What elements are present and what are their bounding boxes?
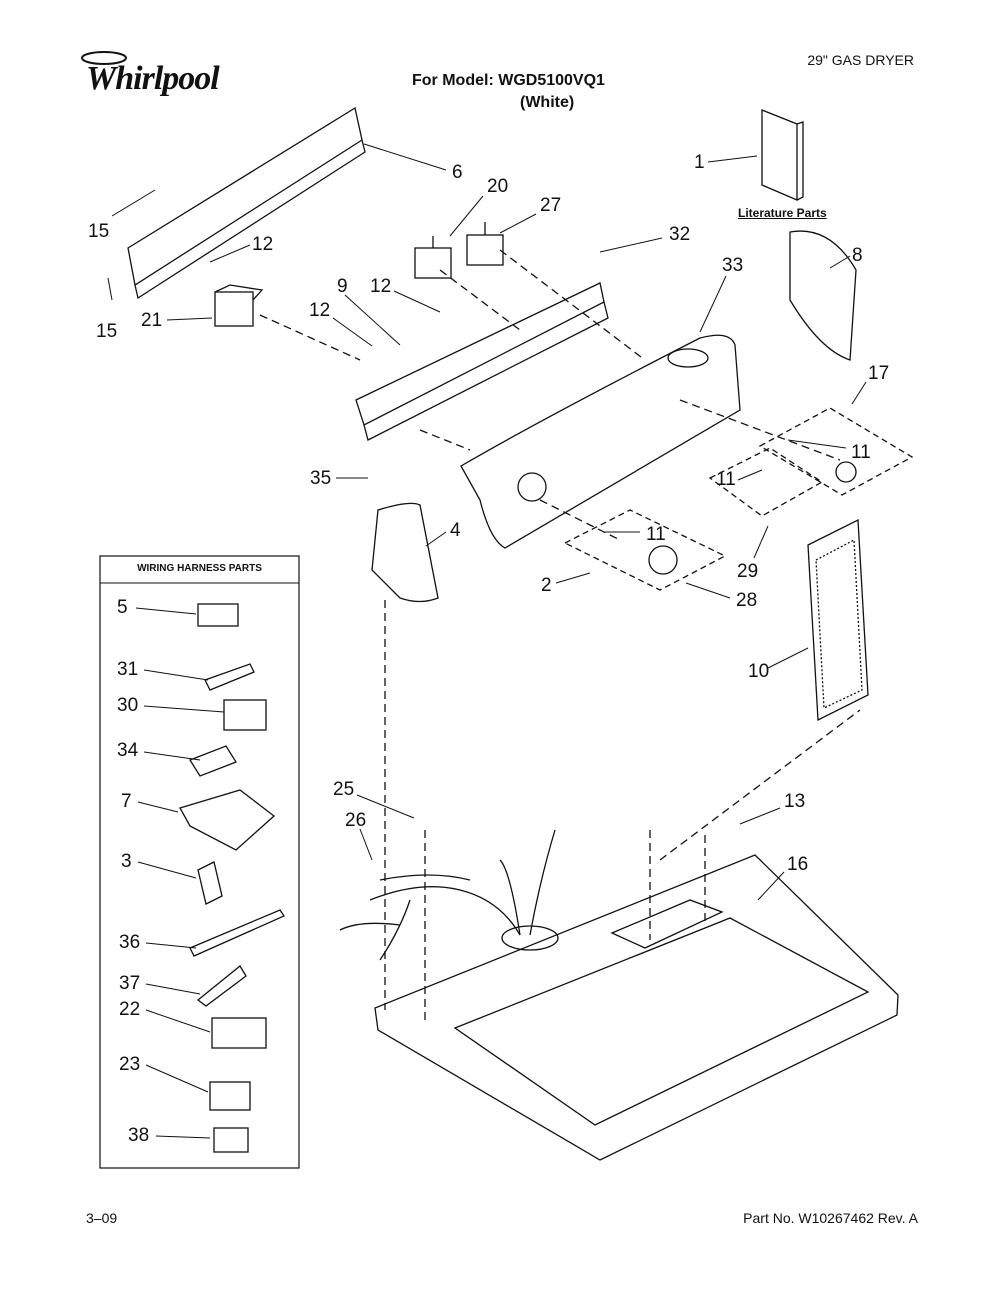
part-control-bracket xyxy=(355,282,609,441)
part-end-cap xyxy=(789,230,857,361)
knob-group-17 xyxy=(758,407,914,496)
callout-c15a: 15 xyxy=(88,221,110,242)
knob-group-28 xyxy=(563,509,727,591)
callout-c8: 8 xyxy=(852,245,863,266)
callout-c22: 22 xyxy=(119,999,141,1020)
callout-c15b: 15 xyxy=(96,321,118,342)
callout-c35: 35 xyxy=(310,468,332,489)
callout-c28: 28 xyxy=(736,590,758,611)
callout-c25: 25 xyxy=(333,779,355,800)
callout-c12a: 12 xyxy=(252,234,274,255)
brand-logo: Whirlpool xyxy=(86,60,220,97)
callout-c36: 36 xyxy=(119,932,141,953)
callout-c30: 30 xyxy=(117,695,139,716)
harness-parts-box xyxy=(99,555,300,1169)
model-title: For Model: WGD5100VQ1 xyxy=(412,72,605,89)
callout-c32: 32 xyxy=(669,224,691,245)
callout-c3: 3 xyxy=(121,851,132,872)
callout-c7: 7 xyxy=(121,791,132,812)
model-variant: (White) xyxy=(520,94,575,111)
callout-c4: 4 xyxy=(450,520,461,541)
part-console xyxy=(460,334,741,549)
callout-c26: 26 xyxy=(345,810,367,831)
callout-c38: 38 xyxy=(128,1125,150,1146)
footer-date: 3–09 xyxy=(86,1210,118,1226)
part-top-panel xyxy=(374,854,899,1161)
callout-c31: 31 xyxy=(117,659,139,680)
part-timer xyxy=(214,284,264,327)
part-switches xyxy=(414,222,504,279)
callout-c10: 10 xyxy=(748,661,770,682)
callout-c21: 21 xyxy=(141,310,163,331)
part-rear-bracket xyxy=(127,106,366,300)
callout-c34: 34 xyxy=(117,740,139,761)
harness-connector-sketches xyxy=(179,603,285,1153)
callout-c29: 29 xyxy=(737,561,759,582)
callout-c11a: 11 xyxy=(851,442,871,463)
callout-c9: 9 xyxy=(337,276,348,297)
assembly-leaders xyxy=(259,249,861,1020)
callout-c6: 6 xyxy=(452,162,463,183)
callout-c2: 2 xyxy=(541,575,552,596)
callout-c11b: 11 xyxy=(716,469,736,490)
part-lint-filter xyxy=(807,518,869,722)
knob-group-29 xyxy=(708,447,824,517)
callout-c33: 33 xyxy=(722,255,744,276)
part-wire-harness xyxy=(339,829,556,961)
callout-c27: 27 xyxy=(540,195,562,216)
part-end-cap-left xyxy=(371,502,439,603)
callout-c11c: 11 xyxy=(646,524,666,545)
product-type: 29" GAS DRYER xyxy=(807,52,914,68)
callout-c23: 23 xyxy=(119,1054,141,1075)
callout-c1: 1 xyxy=(694,152,705,173)
callout-c12b: 12 xyxy=(370,276,392,297)
callout-c16: 16 xyxy=(787,854,809,875)
literature-parts-caption: Literature Parts xyxy=(738,206,827,220)
callout-c37: 37 xyxy=(119,973,141,994)
callout-c5: 5 xyxy=(117,597,128,618)
callout-c17: 17 xyxy=(868,363,890,384)
callout-c13: 13 xyxy=(784,791,806,812)
footer-part-number: Part No. W10267462 Rev. A xyxy=(743,1210,918,1226)
callout-c12c: 12 xyxy=(309,300,331,321)
harness-box-title: WIRING HARNESS PARTS xyxy=(137,563,262,574)
callout-arrows xyxy=(107,143,867,1139)
callout-c20: 20 xyxy=(487,176,509,197)
part-literature xyxy=(761,109,804,201)
